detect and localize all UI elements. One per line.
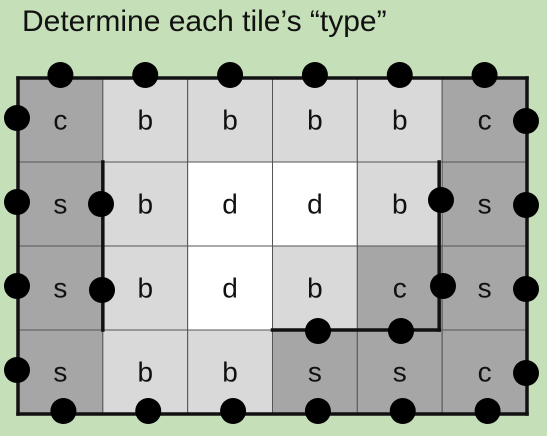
dot-inner-left-0 (88, 191, 114, 217)
dot-left-3 (4, 357, 30, 383)
dot-bottom-1 (135, 398, 162, 424)
tile-label-3-0: s (53, 357, 67, 388)
tile-label-2-2: d (222, 273, 238, 304)
tile-1-3 (272, 161, 358, 247)
dot-top-0 (47, 62, 74, 88)
dot-right-3 (513, 360, 539, 386)
tile-2-3 (272, 245, 358, 331)
tile-1-2 (187, 161, 274, 247)
tile-label-0-1: b (137, 105, 153, 136)
tile-2-0 (17, 245, 104, 331)
tile-2-5 (441, 245, 528, 331)
tile-label-2-4: c (393, 273, 407, 304)
tile-label-0-3: b (307, 105, 323, 136)
tile-label-1-4: b (392, 189, 408, 220)
tile-label-1-1: b (137, 189, 153, 220)
dot-bottom-0 (50, 398, 77, 424)
dot-right-2 (513, 276, 539, 302)
page-title: Determine each tile’s “type” (22, 5, 387, 38)
dot-inner-right-1 (430, 273, 456, 299)
tile-label-3-3: s (308, 357, 322, 388)
tile-label-3-4: s (393, 357, 407, 388)
dot-top-1 (132, 62, 159, 88)
tile-label-3-2: b (222, 357, 238, 388)
dot-left-1 (4, 189, 30, 215)
dot-inner-right-0 (428, 187, 454, 213)
tile-label-3-5: c (478, 357, 492, 388)
tile-0-0 (17, 77, 104, 163)
tile-label-1-3: d (307, 189, 323, 220)
tile-0-2 (187, 77, 274, 163)
edge-dots (4, 62, 539, 424)
dot-bottom-3 (304, 398, 331, 424)
dot-bottom-2 (220, 398, 247, 424)
dot-top-2 (217, 62, 244, 88)
tile-1-5 (441, 161, 528, 247)
tile-label-0-5: c (478, 105, 492, 136)
tile-label-1-0: s (53, 189, 67, 220)
dot-bottom-5 (474, 398, 501, 424)
dot-left-0 (4, 105, 30, 131)
dot-right-0 (513, 108, 539, 134)
tile-2-4 (356, 245, 443, 331)
tile-2-1 (102, 245, 189, 331)
tile-label-2-0: s (53, 273, 67, 304)
tile-label-2-3: b (307, 273, 323, 304)
tile-label-3-1: b (137, 357, 153, 388)
tile-label-0-2: b (222, 105, 238, 136)
dot-top-4 (386, 62, 413, 88)
tile-label-1-5: s (478, 189, 492, 220)
tile-label-0-4: b (392, 105, 408, 136)
tile-label-2-5: s (478, 273, 492, 304)
tiles: c b b b b c s b d d b s s b d b c s s b b s s c (17, 77, 528, 415)
tile-2-2 (187, 245, 274, 331)
dot-inner-left-1 (89, 277, 115, 303)
dot-top-5 (471, 62, 498, 88)
dot-top-3 (301, 62, 328, 88)
dot-left-2 (4, 273, 30, 299)
tile-label-1-2: d (222, 189, 238, 220)
tile-label-0-0: c (53, 105, 67, 136)
dot-bottom-4 (389, 398, 416, 424)
tile-label-2-1: b (137, 273, 153, 304)
dot-right-1 (513, 192, 539, 218)
dot-inner-bottom-0 (305, 318, 331, 344)
dot-inner-bottom-1 (388, 318, 414, 344)
